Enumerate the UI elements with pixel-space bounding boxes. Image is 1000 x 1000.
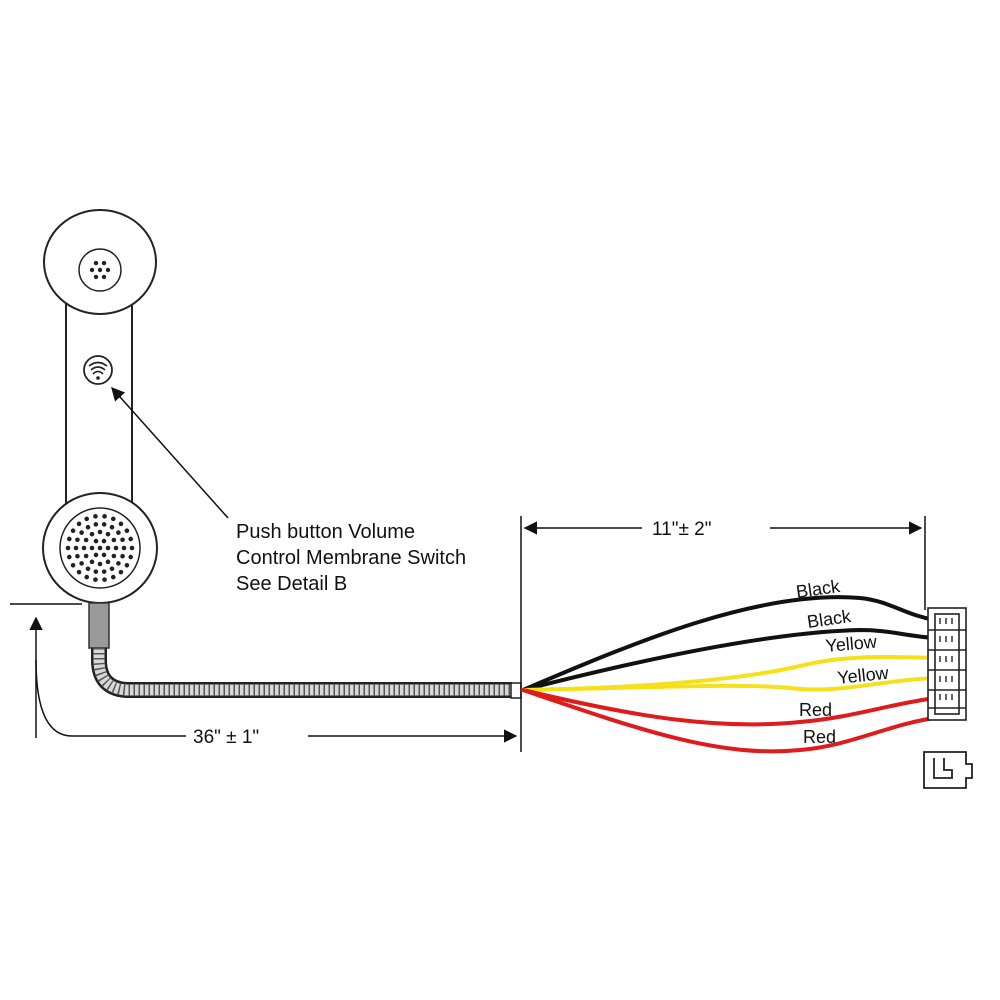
mouthpiece-hole (70, 563, 76, 568)
mouthpiece-hole (128, 536, 134, 542)
mouthpiece-hole (79, 530, 84, 535)
connector-end-view (923, 751, 973, 789)
mouthpiece-hole (124, 563, 130, 568)
wire-black-1 (521, 595, 937, 692)
mouthpiece-hole (105, 545, 111, 551)
mouthpiece-hole (120, 537, 125, 543)
mouthpiece-hole (75, 537, 80, 543)
earpiece-holes (89, 260, 111, 280)
mouthpiece-hole (97, 545, 103, 551)
earpiece-hole (105, 267, 111, 273)
mouthpiece-hole (85, 566, 91, 572)
earpiece-hole (101, 274, 107, 280)
mouthpiece-hole (97, 529, 103, 535)
mouthpiece-hole (121, 545, 127, 551)
callout-leader-line (111, 386, 229, 519)
mouthpiece-hole (118, 521, 124, 527)
mouthpiece-hole (83, 537, 89, 543)
mouthpiece-hole (73, 545, 79, 551)
mouthpiece-hole (65, 545, 71, 551)
mouthpiece-hole (118, 569, 124, 575)
mouthpiece-hole (89, 559, 95, 565)
wire-yellow-2 (521, 676, 937, 692)
mouthpiece-hole (89, 531, 95, 537)
mouthpiece-hole (66, 536, 72, 542)
handset-handle (65, 289, 133, 531)
earpiece-hole (93, 260, 99, 266)
mouthpiece-hole (111, 537, 117, 543)
cord-length-dimension (10, 516, 522, 752)
armored-cord (91, 648, 512, 698)
wire-label-black-2: Black (806, 606, 853, 632)
mouthpiece-hole (110, 574, 116, 580)
cord-end-ferrule (510, 682, 522, 699)
connector (927, 607, 967, 721)
mouthpiece-hole (93, 552, 99, 558)
mouthpiece-hole (102, 577, 107, 582)
mouthpiece-hole (101, 522, 107, 527)
mouthpiece-hole (84, 574, 90, 580)
earpiece-hole (93, 274, 99, 280)
mouthpiece-hole (101, 569, 107, 574)
callout-line-3: See Detail B (236, 573, 347, 595)
mouthpiece-hole (111, 553, 117, 559)
mouthpiece-hole (113, 545, 119, 551)
earpiece-hole (97, 267, 103, 273)
mouthpiece-hole (84, 516, 90, 522)
callout-line-2: Control Membrane Switch (236, 547, 466, 569)
mouthpiece-hole (66, 554, 72, 560)
mouthpiece-hole (128, 554, 134, 560)
volume-button-icon (83, 355, 113, 385)
mouthpiece-hole (76, 521, 82, 527)
mouthpiece-hole (89, 545, 95, 551)
wire-label-yellow-1: Yellow (825, 631, 879, 655)
mouthpiece-hole (97, 561, 103, 567)
callout-line-1: Push button Volume (236, 521, 415, 543)
mouthpiece-hole (93, 577, 98, 582)
earpiece-hole (89, 267, 95, 273)
mouthpiece-hole (75, 553, 80, 559)
wire-red-1 (521, 688, 937, 727)
mouthpiece-hole (101, 538, 107, 544)
mouthpiece-hole (129, 545, 135, 551)
mouthpiece-hole (83, 553, 89, 559)
connector-pins (939, 618, 953, 700)
mouthpiece-holes (65, 514, 135, 582)
wire-black-2 (521, 627, 937, 692)
mouthpiece-hole (120, 553, 125, 559)
mouthpiece-hole (70, 528, 76, 533)
lead-length-label: 11"± 2" (652, 519, 712, 540)
earpiece-hole (101, 260, 107, 266)
mouthpiece-hole (105, 559, 111, 565)
mouthpiece-hole (93, 569, 99, 574)
wire-label-red-1: Red (799, 700, 832, 720)
mouthpiece-hole (116, 530, 121, 535)
mouthpiece-hole (85, 524, 91, 530)
mouthpiece-hole (124, 528, 130, 533)
mouthpiece-hole (116, 561, 121, 566)
mouthpiece-hole (76, 569, 82, 575)
wire-leads (521, 595, 937, 754)
mouthpiece-hole (81, 545, 87, 551)
strain-relief (88, 602, 110, 649)
mouthpiece-hole (102, 514, 107, 519)
wire-red-2 (521, 688, 937, 754)
mouthpiece-hole (79, 561, 84, 566)
mouthpiece-hole (109, 566, 115, 572)
mouthpiece-hole (93, 514, 98, 519)
mouthpiece-hole (109, 524, 115, 530)
mouthpiece-hole (93, 522, 99, 527)
cord-length-label: 36" ± 1" (193, 727, 259, 748)
lead-length-dimension (523, 516, 926, 610)
mouthpiece-hole (101, 552, 107, 558)
mouthpiece-hole (110, 516, 116, 522)
mouthpiece-hole (105, 531, 111, 537)
wire-label-red-2: Red (803, 727, 836, 747)
mouthpiece-hole (93, 538, 99, 544)
